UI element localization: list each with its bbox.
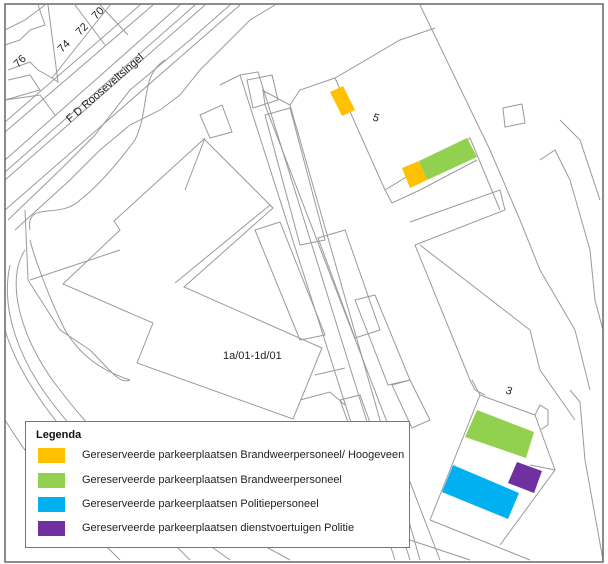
legend-label: Gereserveerde parkeerplaatsen Politieper…	[82, 498, 319, 510]
map-lines	[4, 4, 604, 561]
legend-swatch	[38, 472, 65, 488]
house-number: 74	[56, 38, 73, 55]
parcel-number: 5	[371, 112, 381, 125]
map-labels: F D Rooseveltsingel 76 74 72 70 5 3 1a/0…	[12, 5, 514, 398]
legend-swatch	[38, 520, 65, 536]
map-frame	[4, 3, 604, 563]
legend-item-brandweer: Gereserveerde parkeerplaatsen Brandweerp…	[38, 472, 342, 488]
legend-item-brandweer-hoogeveen: Gereserveerde parkeerplaatsen Brandweerp…	[38, 447, 404, 463]
house-number: 70	[90, 5, 107, 22]
legend-label: Gereserveerde parkeerplaatsen dienstvoer…	[82, 522, 355, 534]
legend-item-dienstvoertuigen: Gereserveerde parkeerplaatsen dienstvoer…	[38, 520, 354, 536]
parking-areas	[330, 86, 542, 519]
legend-swatch	[38, 447, 65, 463]
legend-item-politie: Gereserveerde parkeerplaatsen Politieper…	[38, 496, 319, 512]
parking-brandweer-1[interactable]	[419, 138, 477, 180]
parking-brandweer-hoogeveen-1[interactable]	[330, 86, 355, 116]
building-label: 1a/01-1d/01	[223, 350, 282, 362]
legend-label: Gereserveerde parkeerplaatsen Brandweerp…	[82, 474, 342, 486]
parking-brandweer-2[interactable]	[465, 410, 534, 458]
parking-politie[interactable]	[442, 465, 519, 519]
house-number: 72	[74, 21, 91, 38]
parcel-number: 3	[504, 385, 514, 398]
parking-dienstvoertuigen[interactable]	[508, 462, 542, 493]
legend: Legenda Gereserveerde parkeerplaatsen Br…	[25, 421, 410, 548]
street-label: F D Rooseveltsingel	[64, 52, 146, 126]
legend-swatch	[38, 496, 65, 512]
legend-title: Legenda	[36, 429, 82, 441]
parking-brandweer-hoogeveen-2[interactable]	[402, 161, 427, 188]
legend-label: Gereserveerde parkeerplaatsen Brandweerp…	[82, 449, 405, 461]
